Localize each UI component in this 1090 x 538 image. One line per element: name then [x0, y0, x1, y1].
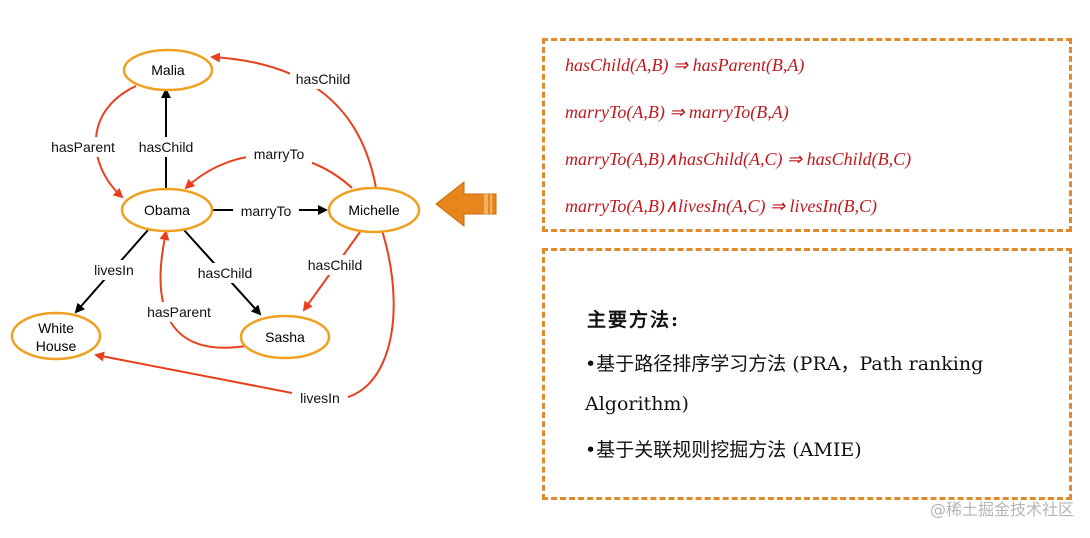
- node-malia: Malia: [122, 48, 214, 92]
- edge-label-obama-white-house: livesIn: [94, 262, 134, 278]
- node-obama: Obama: [120, 187, 214, 233]
- node-label-michelle: Michelle: [348, 202, 400, 218]
- edge-label-obama-sasha: hasChild: [198, 265, 252, 281]
- left-arrow-icon: [435, 180, 497, 228]
- edge-label-michelle-white-house: livesIn: [300, 390, 340, 406]
- node-label-obama: Obama: [144, 202, 190, 218]
- method-pra: •基于路径排序学习方法 (PRA，Path ranking: [585, 353, 984, 375]
- node-label-white-house-line1: White: [38, 320, 74, 336]
- rules-box: hasChild(A,B) ⇒ hasParent(B,A) marryTo(A…: [542, 38, 1072, 232]
- rule-1: hasChild(A,B) ⇒ hasParent(B,A): [565, 55, 805, 75]
- node-label-malia: Malia: [151, 62, 185, 78]
- edge-label-michelle-malia: hasChild: [296, 71, 350, 87]
- edge-label-sasha-obama: hasParent: [147, 304, 211, 320]
- watermark: @稀土掘金技术社区: [929, 500, 1074, 519]
- method-amie: •基于关联规则挖掘方法 (AMIE): [585, 439, 862, 461]
- method-pra-continued: Algorithm): [585, 393, 689, 415]
- edge-label-malia-obama: hasParent: [51, 139, 115, 155]
- rule-2: marryTo(A,B) ⇒ marryTo(B,A): [565, 102, 789, 122]
- methods-title: 主要方法:: [587, 309, 681, 331]
- edge-label-obama-michelle: marryTo: [241, 203, 292, 219]
- node-label-sasha: Sasha: [265, 329, 305, 345]
- knowledge-graph: hasChild hasChild hasParent marryTo marr…: [10, 48, 497, 408]
- edge-label-obama-malia: hasChild: [139, 139, 193, 155]
- rule-3: marryTo(A,B)∧hasChild(A,C) ⇒ hasChild(B,…: [565, 149, 912, 169]
- edge-sasha-obama: [159, 230, 247, 349]
- edge-label-michelle-sasha: hasChild: [308, 257, 362, 273]
- methods-box: 主要方法: •基于路径排序学习方法 (PRA，Path ranking Algo…: [542, 248, 1072, 500]
- node-white-house: White House: [10, 311, 102, 361]
- edge-label-michelle-obama: marryTo: [254, 146, 305, 162]
- node-sasha: Sasha: [239, 314, 331, 360]
- edge-michelle-malia: [210, 52, 377, 189]
- node-michelle: Michelle: [327, 186, 421, 234]
- node-label-white-house-line2: House: [36, 338, 77, 354]
- rule-4: marryTo(A,B)∧livesIn(A,C) ⇒ livesIn(B,C): [565, 196, 878, 216]
